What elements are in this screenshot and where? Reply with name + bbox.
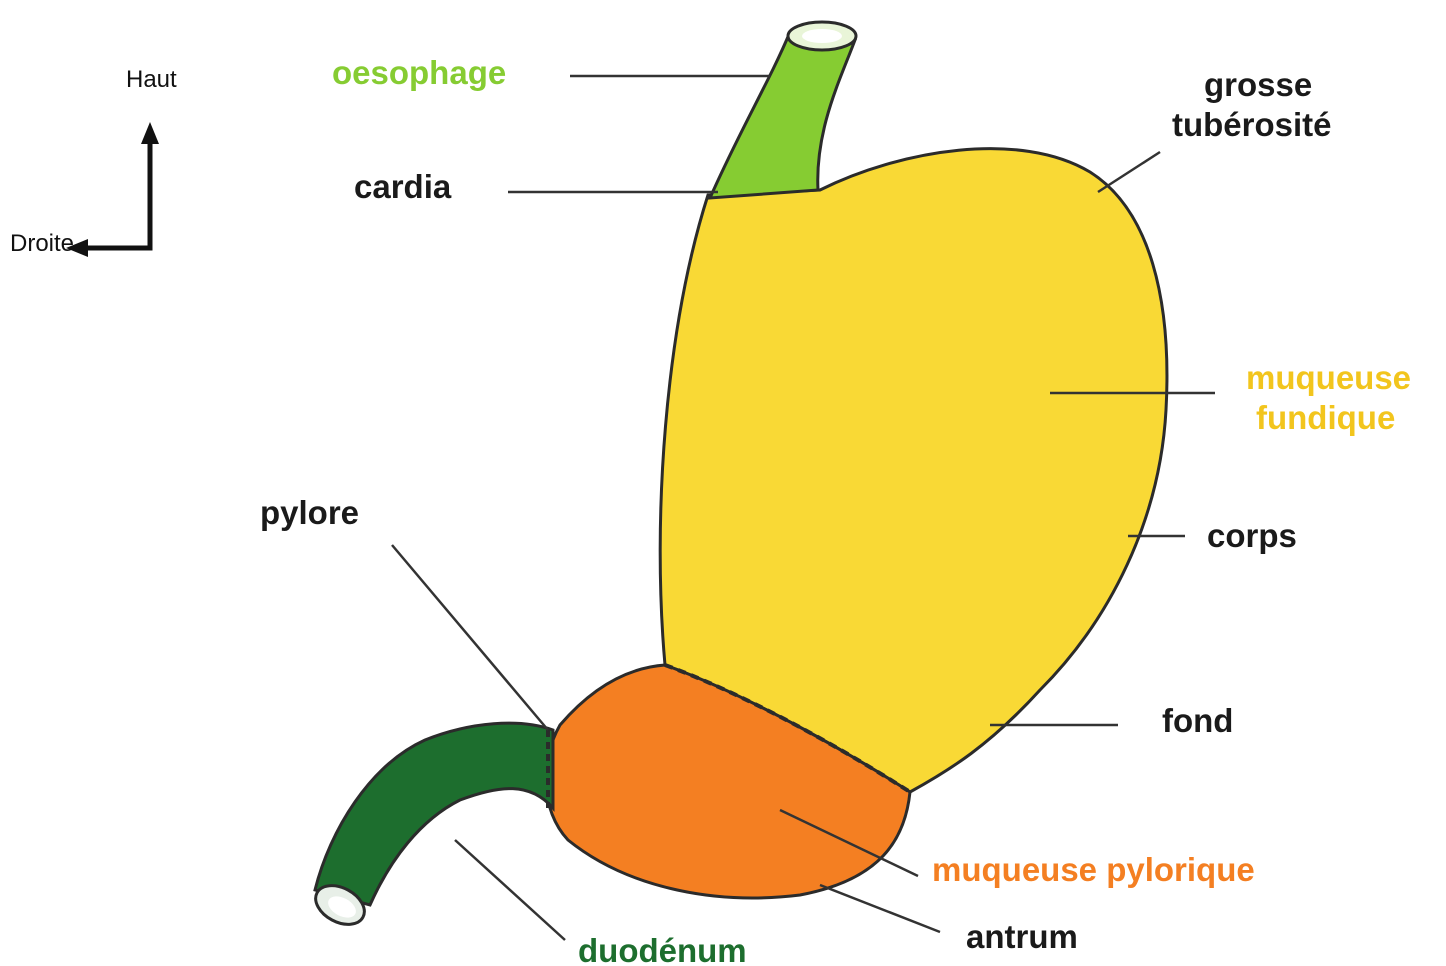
label-oesophage: oesophage [332, 54, 506, 91]
leader-duodenum [455, 840, 565, 940]
label-cardia: cardia [354, 168, 452, 205]
label-grosse-tuberosite-line1: grosse [1204, 66, 1312, 103]
leader-antrum [820, 885, 940, 932]
label-muqueuse-pylorique: muqueuse pylorique [932, 851, 1255, 888]
orientation-up-label: Haut [126, 66, 177, 93]
label-muqueuse-fundique-line1: muqueuse [1246, 359, 1411, 396]
orientation-arrow-lines [80, 140, 150, 248]
up-arrowhead-icon [141, 122, 159, 144]
oesophagus-opening-inner [802, 29, 842, 43]
duodenum [315, 723, 553, 905]
label-antrum: antrum [966, 918, 1078, 955]
label-corps: corps [1207, 517, 1297, 554]
label-duodenum: duodénum [578, 932, 747, 966]
label-fond: fond [1162, 702, 1233, 739]
oesophagus [710, 32, 855, 198]
label-muqueuse-fundique-line2: fundique [1256, 399, 1395, 436]
orientation-indicator: Haut Droite [10, 66, 177, 257]
label-grosse-tuberosite-line2: tubérosité [1172, 106, 1332, 143]
label-pylore: pylore [260, 494, 359, 531]
orientation-right-label: Droite [10, 230, 74, 257]
leader-pylore [392, 545, 548, 730]
leader-grosse-tuberosite [1098, 152, 1160, 192]
